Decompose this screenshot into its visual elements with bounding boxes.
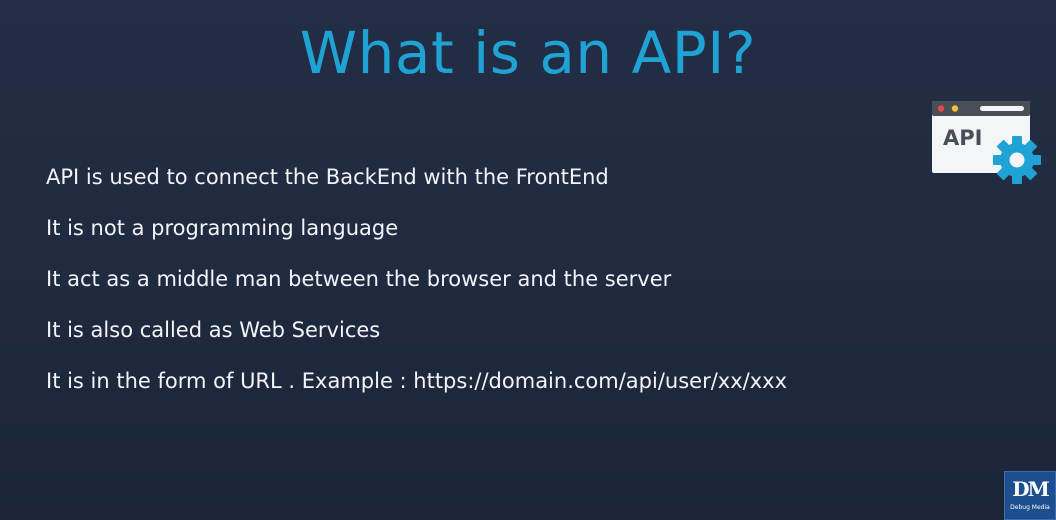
bullet-item: It act as a middle man between the brows… [46,267,672,291]
window-minimize-dot [951,105,959,112]
bullet-item: API is used to connect the BackEnd with … [46,165,609,189]
api-label: API [943,126,982,150]
gear-icon [993,136,1041,184]
bullet-item: It is not a programming language [46,216,399,240]
slide-title: What is an API? [299,19,757,87]
window-close-dot [937,105,945,112]
api-window-gear-icon: API [932,101,1041,184]
bullet-list: API is used to connect the BackEnd with … [46,162,787,417]
logo-mark: DM [1012,477,1049,501]
bullet-item: It is also called as Web Services [46,318,381,342]
window-address-bar [980,106,1024,111]
bullet-item: It is in the form of URL . Example : htt… [46,369,788,393]
logo-text: Debug Media [1010,504,1050,511]
debug-media-logo: DM Debug Media [1004,471,1056,520]
